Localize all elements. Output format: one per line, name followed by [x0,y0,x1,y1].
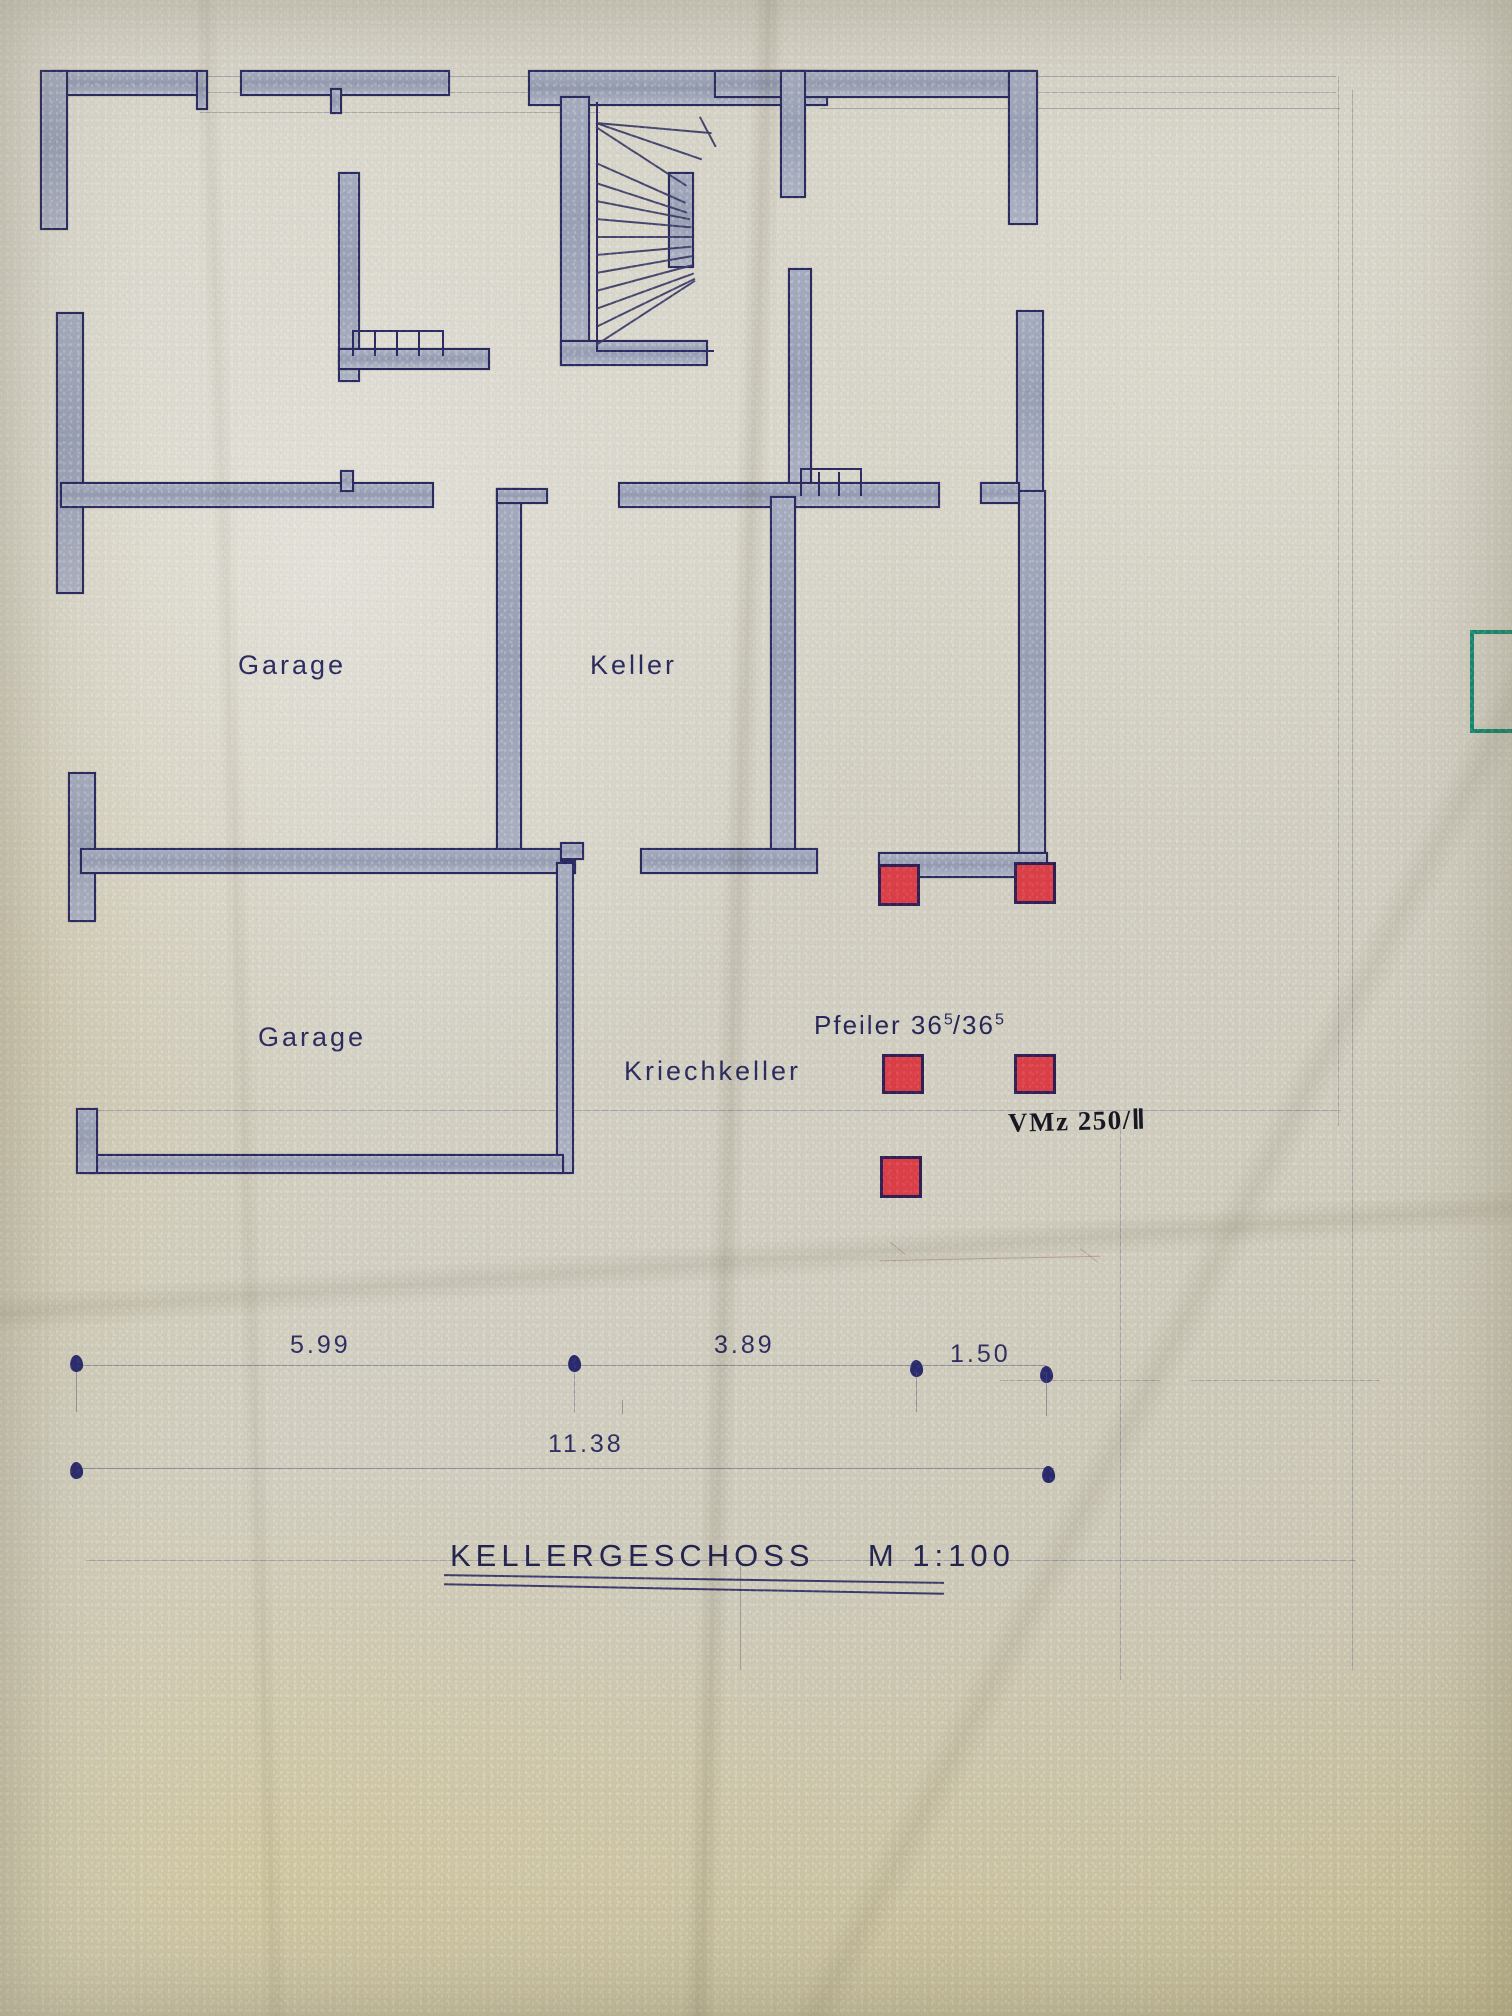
wall-jamb [980,482,1020,504]
exterior-wall-left-lower [68,772,96,922]
exterior-wall-top [240,70,450,96]
dimension-value: 3.89 [714,1331,775,1359]
chimney-shaft-wall [338,348,490,370]
pier-note-sup2: 5 [994,1010,1004,1029]
underlay-line [86,1110,1341,1111]
underlay-line [1120,1120,1121,1680]
underlay-line [1000,1380,1160,1381]
window-opening [800,468,862,496]
partition-wall-lower-keller [640,848,818,874]
underlay-line [740,1560,741,1670]
stair-wall-bottom [560,340,708,366]
dimension-line-total [76,1468,1054,1469]
underlay-line [820,108,1340,109]
wall-jamb [196,70,208,110]
exterior-wall-right-mid [1016,310,1044,500]
dimension-witness-line [622,1400,623,1414]
title-underline [444,1583,944,1595]
pier-note-prefix: Pfeiler 36 [814,1010,944,1040]
pier-note-mid: /36 [952,1010,995,1040]
green-bracket-mark [1470,630,1512,733]
chimney-flue [352,330,444,356]
room-label-kriechkeller: Kriechkeller [624,1056,802,1086]
pier-column [1013,861,1057,905]
partition-wall-lower-garage [80,848,576,874]
dimension-witness-line [574,1372,575,1412]
partition-wall-kriechkeller [770,496,796,856]
exterior-wall-right-lower [1018,490,1046,872]
underlay-line [1338,76,1339,1126]
garage-lower-wall-bottom [86,1154,564,1174]
room-label-garage-upper: Garage [238,650,347,680]
exterior-wall-left-upper [40,70,68,230]
dimension-tick [69,1354,84,1373]
exterior-wall-top-left [52,70,202,96]
underlay-line-red [890,1241,906,1256]
stair-edge [596,350,714,352]
garage-lower-wall-right [556,862,574,1174]
room-label-keller: Keller [590,650,678,680]
underlay-line [200,112,600,113]
dimension-witness-line [916,1372,917,1412]
wall-jamb [340,470,354,492]
pier-column [879,1155,923,1199]
room-label-garage-lower: Garage [258,1022,367,1052]
partition-wall-upper-right [780,70,806,198]
dimension-value: 5.99 [290,1331,351,1359]
dimension-line-upper [76,1365,1046,1366]
sheet-scale: M 1:100 [867,1538,1015,1573]
stair-newel-post [668,172,694,268]
dimension-value-total: 11.38 [548,1430,624,1458]
underlay-line [86,1560,1356,1561]
handwritten-material-note: VMz 250/Ⅱ [1007,1104,1147,1138]
partition-wall-mid-right [788,268,812,498]
underlay-line-red [880,1255,1100,1262]
pier-column [1013,1053,1057,1095]
exterior-wall-left-mid [56,312,84,594]
pier-dimension-note: Pfeiler 365/365 [814,1010,1004,1041]
partition-wall-mid-left [60,482,434,508]
dimension-value: 1.50 [950,1340,1011,1368]
title-underline [444,1574,944,1584]
wall-jamb [330,88,342,114]
stair-edge [596,102,598,352]
dimension-witness-line [1046,1372,1047,1416]
underlay-line [1352,90,1353,1670]
underlay-line [1190,1380,1380,1381]
dimension-tick [567,1354,582,1373]
dimension-tick [69,1461,84,1480]
wall-jamb [560,842,584,860]
pier-column [877,863,921,907]
chimney-shaft-wall [338,172,360,382]
stair-wall-left [560,96,590,366]
exterior-wall-right-upper [1008,70,1038,225]
garage-lower-wall-left [76,1108,98,1174]
sheet-title-block: KELLERGESCHOSS M 1:100 [450,1538,1015,1574]
pier-note-sup1: 5 [943,1010,953,1029]
sheet-title: KELLERGESCHOSS [450,1538,815,1573]
pier-column [881,1053,925,1095]
winder-staircase [595,96,736,356]
dimension-witness-line [76,1372,77,1412]
exterior-wall-top-right [714,70,1034,98]
partition-wall-garage-keller [496,488,522,864]
wall-cap [496,488,548,504]
